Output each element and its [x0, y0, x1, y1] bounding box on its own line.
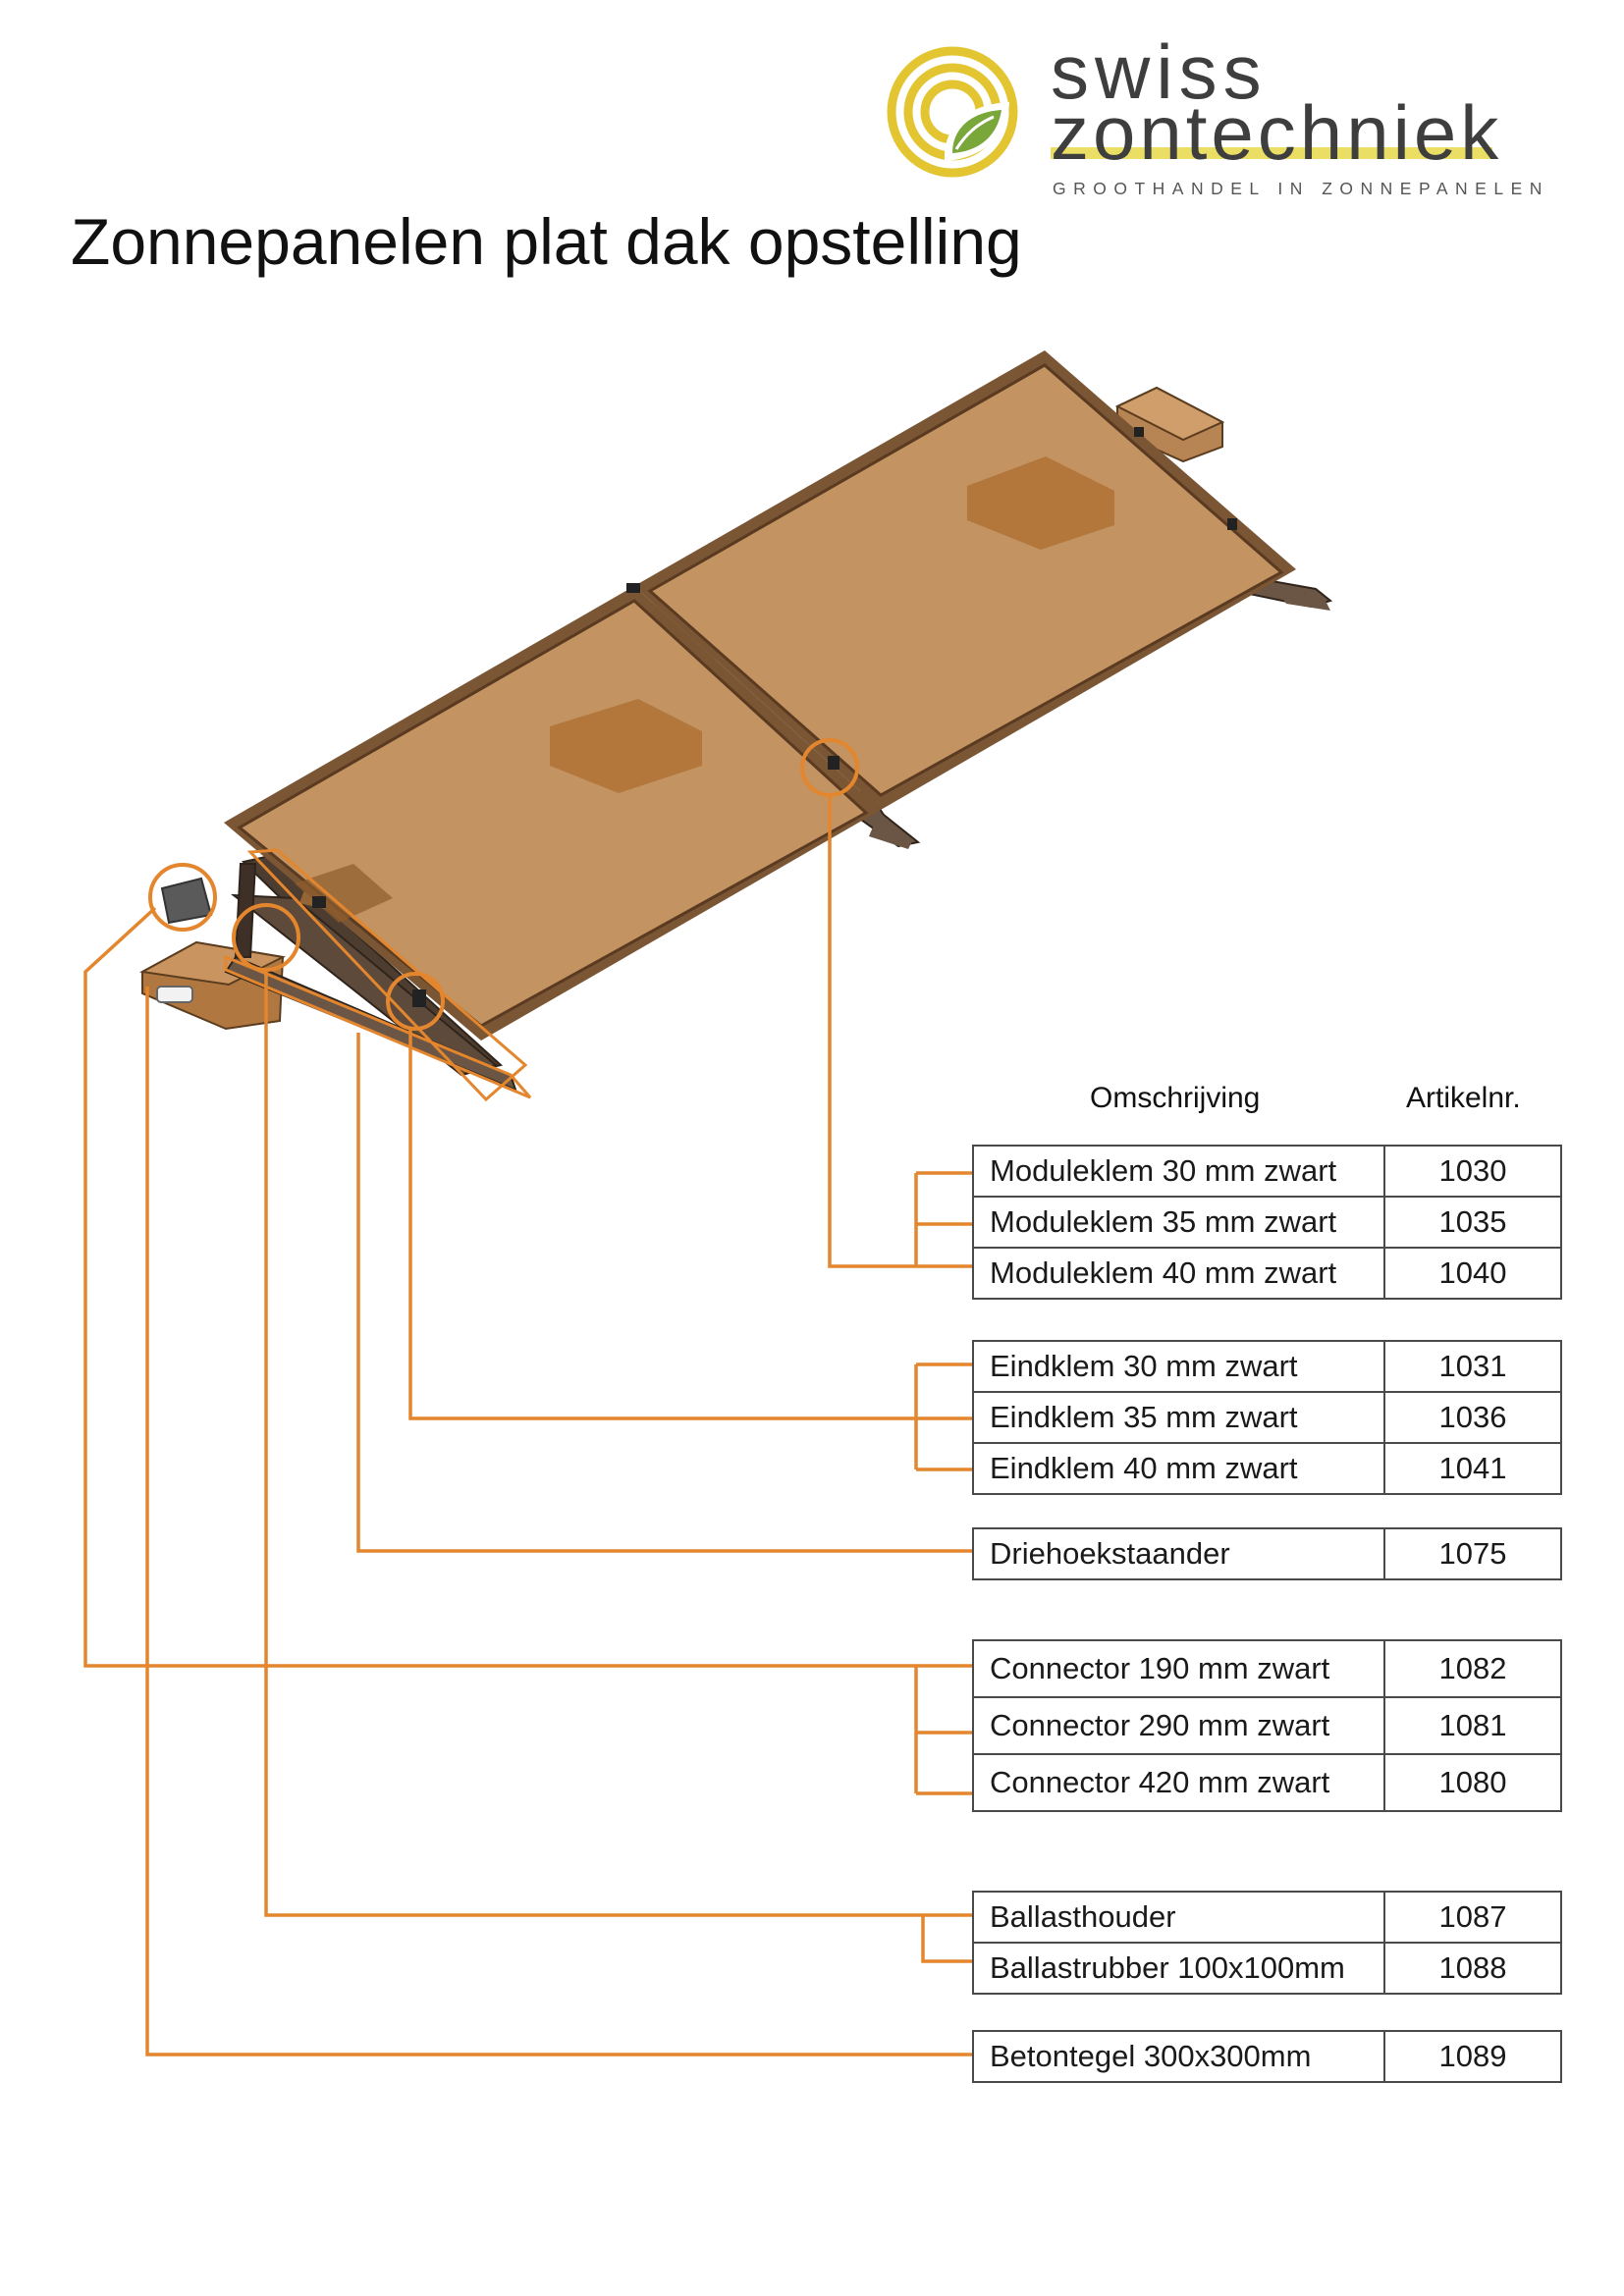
part-description: Ballastrubber 100x100mm [972, 1942, 1385, 1995]
part-code: 1040 [1383, 1247, 1562, 1300]
ballast-block-2 [967, 456, 1114, 550]
table-row: Connector 290 mm zwart 1081 [972, 1696, 1562, 1755]
header-artikelnr: Artikelnr. [1406, 1082, 1521, 1114]
table-row: Driehoekstaander 1075 [972, 1527, 1562, 1580]
table-row: Eindklem 35 mm zwart 1036 [972, 1391, 1562, 1444]
parts-table-moduleklem: Moduleklem 30 mm zwart 1030 Moduleklem 3… [972, 1145, 1562, 1300]
part-description: Driehoekstaander [972, 1527, 1385, 1580]
header-omschrijving: Omschrijving [1090, 1082, 1261, 1114]
part-description: Moduleklem 30 mm zwart [972, 1145, 1385, 1198]
part-code: 1080 [1383, 1753, 1562, 1812]
table-row: Ballasthouder 1087 [972, 1891, 1562, 1944]
callout-ballast [264, 970, 923, 1917]
eindklem-highlight-circle [386, 972, 445, 1031]
part-description: Connector 190 mm zwart [972, 1639, 1385, 1698]
brand-name-line1: swiss [1051, 28, 1268, 115]
part-description: Betontegel 300x300mm [972, 2030, 1385, 2083]
table-row: Moduleklem 35 mm zwart 1035 [972, 1196, 1562, 1249]
table-row: Connector 190 mm zwart 1082 [972, 1639, 1562, 1698]
brand-name-line2: zontechniek [1051, 89, 1503, 176]
parts-table-betontegel: Betontegel 300x300mm 1089 [972, 2030, 1562, 2083]
callout-driehoekstaander [356, 1033, 972, 1553]
table-row: Betontegel 300x300mm 1089 [972, 2030, 1562, 2083]
part-description: Ballasthouder [972, 1891, 1385, 1944]
part-code: 1089 [1383, 2030, 1562, 2083]
part-code: 1075 [1383, 1527, 1562, 1580]
callout-moduleklem [828, 795, 916, 1268]
parts-table-connector: Connector 190 mm zwart 1082 Connector 29… [972, 1639, 1562, 1812]
callout-lines [83, 795, 972, 2056]
part-description: Eindklem 30 mm zwart [972, 1340, 1385, 1393]
part-code: 1087 [1383, 1891, 1562, 1944]
part-code: 1041 [1383, 1442, 1562, 1495]
callout-eindklem [408, 1029, 916, 1420]
part-description: Moduleklem 35 mm zwart [972, 1196, 1385, 1249]
part-code: 1030 [1383, 1145, 1562, 1198]
part-description: Connector 290 mm zwart [972, 1696, 1385, 1755]
connector-part [160, 877, 213, 925]
parts-table-ballast: Ballasthouder 1087 Ballastrubber 100x100… [972, 1891, 1562, 1995]
table-row: Moduleklem 40 mm zwart 1040 [972, 1247, 1562, 1300]
page-title: Zonnepanelen plat dak opstelling [71, 205, 1022, 278]
part-code: 1035 [1383, 1196, 1562, 1249]
solar-panel-2 [634, 350, 1296, 810]
table-row: Eindklem 40 mm zwart 1041 [972, 1442, 1562, 1495]
callout-connector [83, 906, 916, 1668]
connector-highlight-circle [148, 863, 217, 932]
part-code: 1081 [1383, 1696, 1562, 1755]
parts-table-eindklem: Eindklem 30 mm zwart 1031 Eindklem 35 mm… [972, 1340, 1562, 1495]
table-row: Ballastrubber 100x100mm 1088 [972, 1942, 1562, 1995]
part-code: 1031 [1383, 1340, 1562, 1393]
callout-betontegel [145, 987, 972, 2056]
solar-panel-assembly [138, 350, 1333, 1102]
part-description: Connector 420 mm zwart [972, 1753, 1385, 1812]
table-row: Connector 420 mm zwart 1080 [972, 1753, 1562, 1812]
part-code: 1082 [1383, 1639, 1562, 1698]
part-code: 1036 [1383, 1391, 1562, 1444]
parts-table-driehoekstaander: Driehoekstaander 1075 [972, 1527, 1562, 1580]
table-row: Moduleklem 30 mm zwart 1030 [972, 1145, 1562, 1198]
brand-tagline: GROOTHANDEL IN ZONNEPANELEN [1053, 179, 1549, 198]
ballast-block-1 [550, 699, 702, 793]
brand-logo: swiss zontechniek GROOTHANDEL IN ZONNEPA… [884, 33, 1600, 206]
solar-panel-1 [224, 586, 881, 1041]
brand-underline-bar [1051, 147, 1492, 159]
part-code: 1088 [1383, 1942, 1562, 1995]
table-row: Eindklem 30 mm zwart 1031 [972, 1340, 1562, 1393]
part-description: Eindklem 40 mm zwart [972, 1442, 1385, 1495]
sun-leaf-logo-icon [887, 46, 1018, 178]
part-description: Moduleklem 40 mm zwart [972, 1247, 1385, 1300]
part-description: Eindklem 35 mm zwart [972, 1391, 1385, 1444]
